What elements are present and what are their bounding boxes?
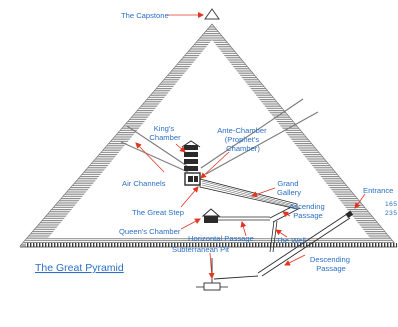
label-queens-chamber: Queen's Chamber	[119, 227, 181, 236]
queens-chamber-shape	[201, 208, 221, 223]
ground-base	[25, 243, 397, 247]
label-kings-chamber: King's Chamber	[149, 124, 181, 142]
kings-chamber-shape	[181, 140, 201, 186]
entrance-marker	[345, 210, 354, 219]
descending-passage	[213, 213, 351, 280]
label-ante-chamber: Ante-Chamber (Prophet's Chamber)	[217, 126, 269, 153]
label-the-well: The Well	[276, 236, 306, 245]
diagram-caption: The Great Pyramid	[35, 262, 124, 274]
subterranean-pit-shape	[196, 258, 228, 291]
label-grand-gallery: Grand Gallery	[277, 179, 301, 197]
capstone-shape	[204, 8, 220, 20]
label-ascending-passage: Ascending Passage	[289, 202, 327, 220]
label-the-great-step: The Great Step	[132, 208, 184, 217]
label-entrance: Entrance	[363, 186, 393, 195]
entrance-number-1: 165	[385, 201, 398, 208]
label-subterranean-pit: Subterranean Pit	[172, 245, 230, 254]
label-horizontal-passage: Horizontal Passage	[188, 234, 254, 243]
the-well-shape	[269, 220, 278, 253]
diagram-labels: The Capstone King's Chamber Ante-Chamber…	[35, 11, 398, 274]
horizontal-passage-shape	[218, 216, 270, 221]
entrance-number-2: 235	[385, 210, 398, 217]
label-capstone: The Capstone	[121, 11, 169, 20]
grand-gallery-shape	[199, 178, 298, 210]
pointer-arrows	[135, 12, 366, 279]
label-descending-passage: Descending Passage	[310, 255, 352, 273]
air-channels	[120, 98, 319, 175]
label-air-channels: Air Channels	[122, 179, 166, 188]
